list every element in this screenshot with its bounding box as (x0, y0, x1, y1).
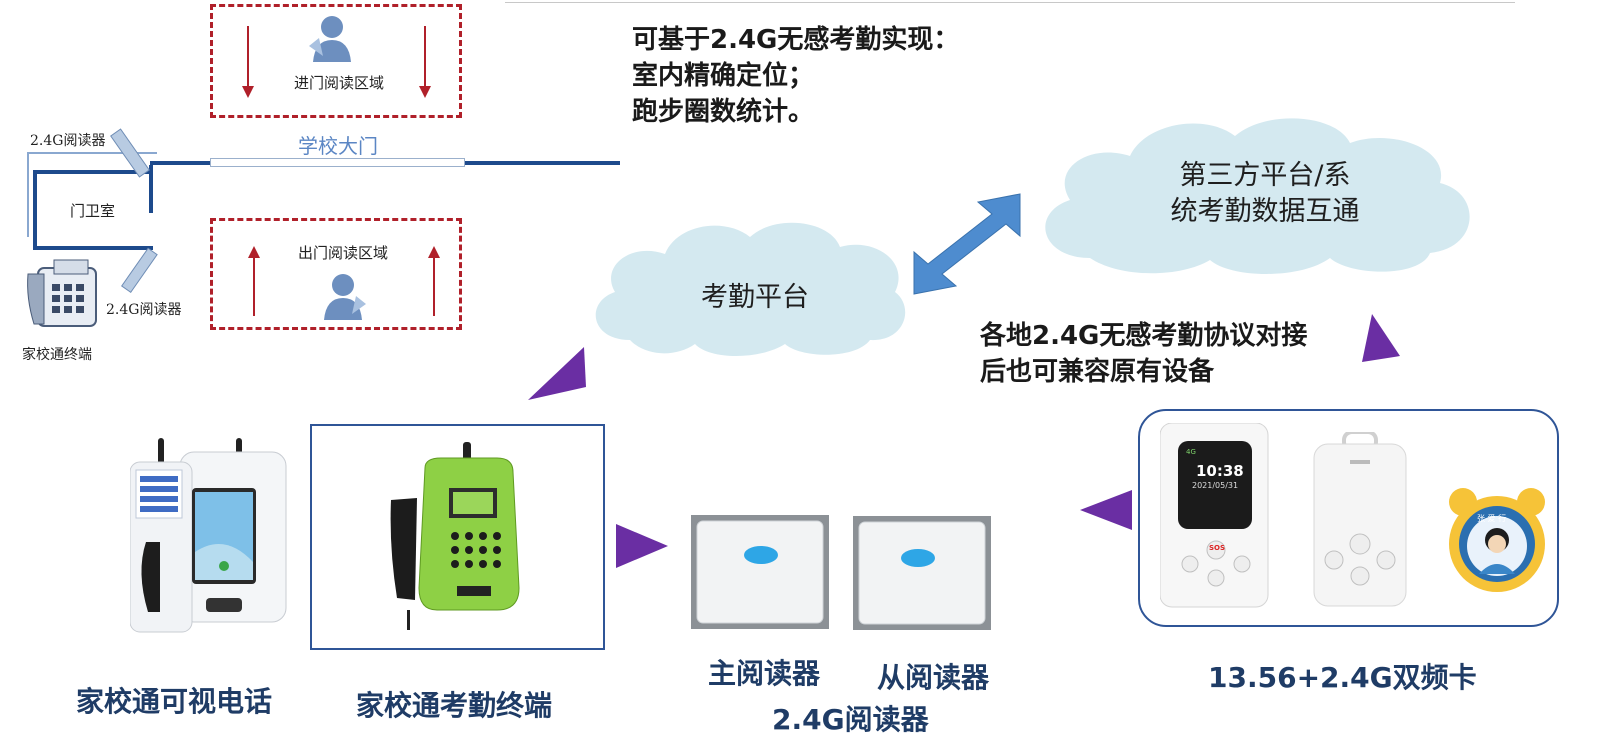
compat-note-line: 后也可兼容原有设备 (980, 357, 1215, 387)
guard-room-right-wall (149, 165, 153, 213)
triangle-to-readers (616, 524, 668, 568)
desk-phone-icon (27, 259, 97, 327)
guard-room (33, 170, 153, 250)
features-note-line: 室内精确定位； (632, 61, 815, 91)
video-phone-image (130, 438, 287, 633)
compat-note-line: 各地2.4G无感考勤协议对接 (980, 321, 1308, 351)
features-note-line: 可基于2.4G无感考勤实现： (632, 25, 960, 55)
third-party-cloud (1045, 118, 1470, 274)
caption-attendance-terminal: 家校通考勤终端 (356, 689, 553, 722)
compat-note: 各地2.4G无感考勤协议对接 后也可兼容原有设备 (980, 318, 1307, 390)
attendance-terminal-image (390, 442, 520, 630)
caption-main-reader: 主阅读器 (708, 657, 821, 690)
exit-reading-zone (210, 218, 462, 330)
caption-sub-reader: 从阅读器 (877, 661, 990, 694)
features-note-line: 跑步圈数统计。 (632, 97, 815, 127)
bidirectional-arrow (913, 193, 1021, 295)
gate-door (210, 158, 465, 167)
badge-card-image (1449, 488, 1545, 592)
main-reader-image (691, 515, 829, 629)
reader-bottom-label: 2.4G阅读器 (106, 302, 182, 318)
exit-zone-label: 出门阅读区域 (298, 244, 389, 262)
terminal-small-label: 家校通终端 (22, 347, 92, 363)
triangle-from-card (1080, 490, 1132, 530)
card-sos: SOS (1209, 544, 1226, 552)
cable-line (27, 152, 157, 237)
entry-reading-zone (210, 4, 462, 118)
top-divider (505, 2, 1515, 3)
third-party-cloud-text: 第三方平台/系 统考勤数据互通 (1130, 158, 1400, 230)
caption-video-phone: 家校通可视电话 (76, 685, 273, 718)
caption-dual-card: 13.56+2.4G双频卡 (1208, 661, 1477, 694)
cloud-text-line: 统考勤数据互通 (1170, 196, 1360, 227)
features-note: 可基于2.4G无感考勤实现： 室内精确定位； 跑步圈数统计。 (632, 22, 959, 130)
attendance-cloud (595, 222, 906, 356)
card-keypad (1181, 540, 1251, 587)
card-date: 2021/05/31 (1192, 481, 1239, 490)
student-card-back-image (1313, 432, 1407, 607)
attendance-cloud-text: 考勤平台 (701, 282, 809, 313)
cloud-text-line: 第三方平台/系 (1179, 160, 1351, 191)
card-time: 10:38 (1196, 462, 1244, 480)
badge-text: 张 爱 行 (1477, 514, 1507, 523)
attendance-terminal-frame (310, 424, 605, 650)
gate-label: 学校大门 (298, 134, 378, 158)
entry-zone-label: 进门阅读区域 (294, 74, 385, 92)
triangle-to-platform (528, 347, 586, 400)
guard-room-label: 门卫室 (70, 202, 116, 220)
caption-reader-group: 2.4G阅读器 (772, 703, 929, 736)
card-signal: 4G (1186, 448, 1196, 456)
reader-top-label: 2.4G阅读器 (30, 133, 106, 149)
entry-arrows (242, 26, 431, 98)
sub-reader-image (853, 516, 991, 630)
reader-top-icon (110, 128, 150, 178)
person-icon (324, 274, 366, 320)
person-icon (309, 16, 351, 62)
triangle-from-cloud (1362, 314, 1400, 362)
exit-arrows (248, 246, 440, 316)
reader-bottom-icon (121, 247, 158, 293)
dual-card-frame (1138, 409, 1559, 627)
